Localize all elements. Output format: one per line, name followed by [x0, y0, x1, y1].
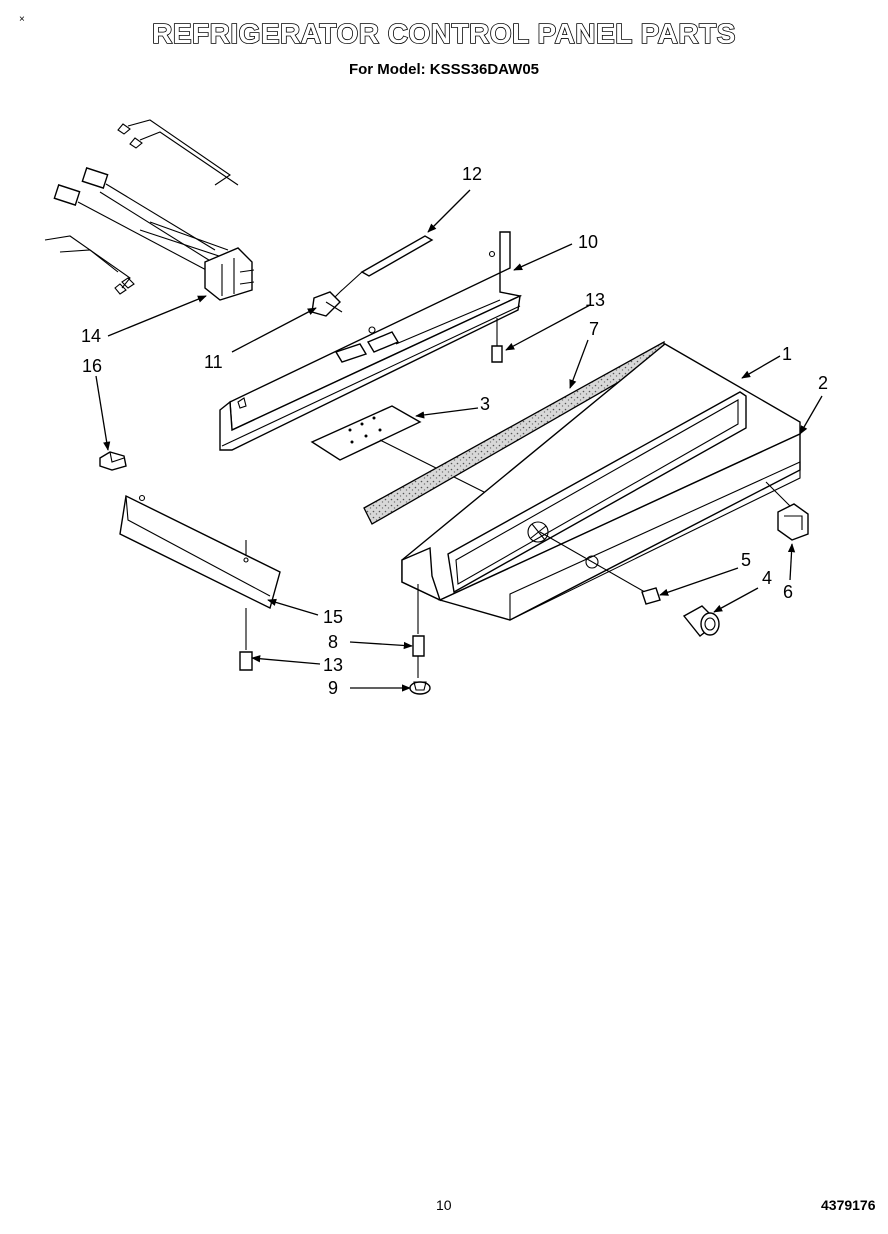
corner-mark: ×: [19, 14, 25, 25]
sensor-bulb: [333, 235, 434, 299]
callout-12: 12: [462, 164, 482, 184]
callout-3: 3: [480, 394, 490, 414]
callout-16: 16: [82, 356, 102, 376]
callout-14: 14: [81, 326, 101, 346]
harness-clip: [99, 451, 127, 471]
page-number: 10: [436, 1197, 452, 1213]
callout-15: 15: [323, 607, 343, 627]
callout-11: 11: [204, 352, 223, 372]
callout-8: 8: [328, 632, 338, 652]
shaft-clip: [539, 531, 661, 605]
diagram-title: REFRIGERATOR CONTROL PANEL PARTS: [151, 17, 736, 50]
screw-lower: [239, 608, 253, 671]
label-panel: [509, 461, 801, 621]
callout-13-upper: 13: [585, 290, 605, 310]
sensor-clip: [311, 291, 343, 317]
control-knob: [682, 605, 720, 637]
screw-upper: [491, 318, 503, 363]
callout-1: 1: [782, 344, 792, 364]
callout-4: 4: [762, 568, 772, 588]
light-switch: [765, 481, 809, 541]
model-subtitle: For Model: KSSS36DAW05: [348, 61, 540, 78]
document-number: 4379176: [821, 1197, 876, 1213]
screw-and-washer: [409, 584, 431, 695]
callout-2: 2: [818, 373, 828, 393]
callout-13-lower: 13: [323, 655, 343, 675]
wire-harness: [44, 119, 255, 301]
callout-7: 7: [589, 319, 599, 339]
callout-6: 6: [783, 582, 793, 602]
callout-9: 9: [328, 678, 338, 698]
control-bracket: [219, 231, 523, 451]
callout-5: 5: [741, 550, 751, 570]
circuit-board: [310, 405, 501, 501]
callout-10: 10: [578, 232, 598, 252]
leader-lines: [95, 189, 823, 692]
trim-strip: [119, 494, 281, 610]
